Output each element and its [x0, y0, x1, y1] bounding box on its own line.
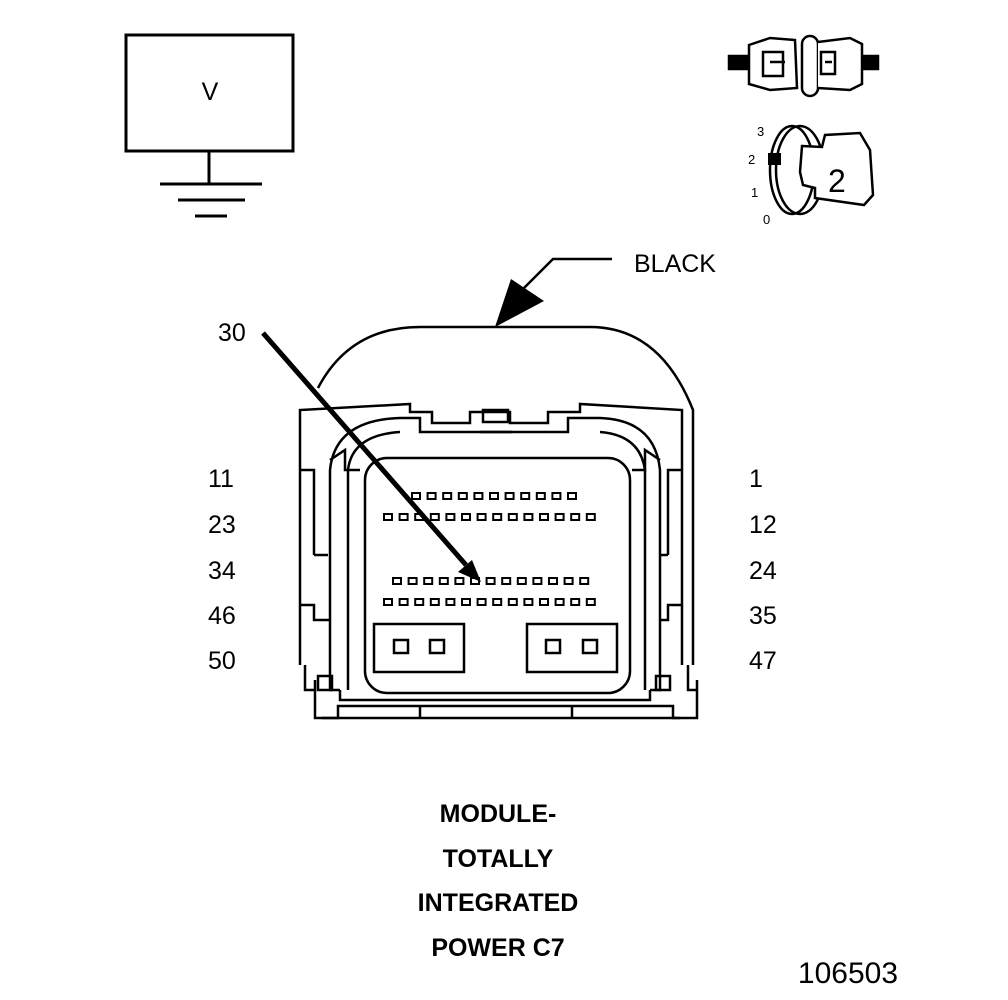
pin-cavity: [507, 513, 518, 521]
pin-cavities: [383, 492, 596, 606]
pin-cavity: [383, 513, 393, 521]
key-position-2: 2: [748, 152, 755, 167]
pin-cavity: [438, 577, 449, 585]
key-position-0: 0: [763, 212, 770, 227]
pin-cavity: [535, 492, 546, 500]
pin-cavity: [411, 492, 421, 500]
power-cavity-right: [525, 622, 619, 674]
connector-housing: [298, 325, 699, 720]
pin-cavity: [473, 492, 484, 500]
right-pin-label: 35: [749, 602, 777, 630]
pin-cavity: [398, 598, 409, 606]
pin-cavity: [563, 577, 574, 585]
left-pin-label: 50: [208, 647, 236, 675]
voltmeter-label: V: [202, 78, 219, 106]
pin-cavity: [476, 598, 487, 606]
pin-cavity: [445, 513, 456, 521]
pin-cavity: [539, 598, 549, 606]
pin-cavity: [554, 513, 565, 521]
pin-cavity: [570, 513, 581, 521]
pin-cavity: [461, 598, 471, 606]
pin-cavity: [445, 598, 456, 606]
connector-color-label: BLACK: [634, 250, 716, 278]
right-pin-label: 12: [749, 511, 777, 539]
right-pin-label: 1: [749, 465, 763, 493]
pin-cavity: [585, 598, 596, 606]
left-pin-labels: 11 23 34 46 50: [208, 465, 236, 675]
pin-cavity: [523, 598, 534, 606]
voltmeter-symbol: V: [124, 33, 295, 218]
right-pin-label: 24: [749, 557, 777, 585]
pin-cavity: [414, 598, 425, 606]
pin-cavity: [407, 577, 418, 585]
pin-cavity: [567, 492, 577, 500]
figure-number: 106503: [798, 957, 898, 990]
left-pin-label: 11: [208, 465, 234, 493]
right-pin-labels: 1 12 24 35 47: [749, 465, 777, 675]
pin-cavity: [523, 513, 534, 521]
left-pin-label: 46: [208, 602, 236, 630]
color-callout: BLACK: [495, 250, 716, 327]
key-position-1: 1: [751, 185, 758, 200]
pin-cavity: [520, 492, 531, 500]
right-pin-label: 47: [749, 647, 777, 675]
pin-cavity: [532, 577, 543, 585]
pin-cavity: [429, 513, 440, 521]
key-position-3: 3: [757, 124, 764, 139]
connector-disconnect-icon: [727, 34, 880, 98]
power-cavity-left: [372, 622, 466, 674]
pin-cavity: [476, 513, 487, 521]
pin-cavity: [383, 598, 393, 606]
pin-cavity: [461, 513, 471, 521]
pin-cavity: [504, 492, 515, 500]
pin-cavity: [392, 577, 402, 585]
pin-cavity: [570, 598, 581, 606]
power-cavities: [372, 622, 619, 674]
pin-cavity: [398, 513, 409, 521]
pin-cavity: [539, 513, 549, 521]
pin-cavity: [457, 492, 468, 500]
pin-cavity: [485, 577, 496, 585]
pin-cavity: [454, 577, 465, 585]
left-pin-label: 34: [208, 557, 236, 585]
caption-line: TOTALLY: [443, 845, 554, 873]
pin-cavity: [492, 513, 503, 521]
caption-line: POWER C7: [431, 934, 564, 962]
pin-cavity: [426, 492, 437, 500]
pin-cavity: [423, 577, 434, 585]
pin-cavity: [516, 577, 527, 585]
ignition-key-icon: 3 2 1 0 2: [748, 124, 875, 227]
pin-cavity: [585, 513, 596, 521]
caption: MODULE- TOTALLY INTEGRATED POWER C7: [418, 800, 579, 962]
key-position-selected: 2: [828, 163, 846, 199]
caption-line: INTEGRATED: [418, 889, 579, 917]
pin-cavity: [551, 492, 562, 500]
pin-cavity: [442, 492, 453, 500]
pin-cavity: [501, 577, 512, 585]
pin-cavity: [489, 492, 499, 500]
pin-cavity: [579, 577, 590, 585]
left-pin-label: 23: [208, 511, 236, 539]
pin-cavity: [548, 577, 558, 585]
pin-cavity: [492, 598, 503, 606]
pin-cavity: [554, 598, 565, 606]
pin-callout-arrow: 30: [218, 319, 481, 582]
caption-line: MODULE-: [440, 800, 557, 828]
pin-cavity: [429, 598, 440, 606]
callout-pin-label: 30: [218, 319, 246, 347]
pin-cavity: [507, 598, 518, 606]
